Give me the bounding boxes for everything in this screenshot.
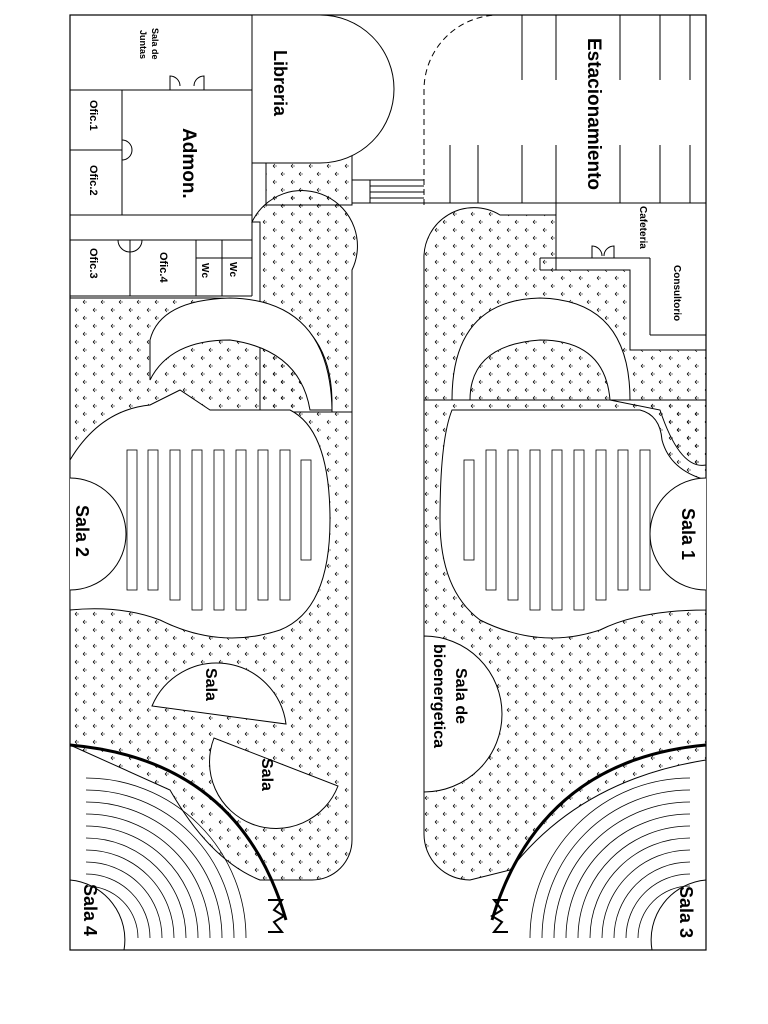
corridor [320,14,501,205]
label-sala-a: Sala [202,668,219,701]
sala-small-rooms [151,662,339,829]
label-bioenergetica-1: Sala de [452,668,469,724]
label-sala4: Sala 4 [80,884,100,936]
right-rows [463,449,651,611]
label-bioenergetica-2: bioenergetica [430,644,447,748]
sala4-auditorium [69,743,288,951]
label-admon: Admon. [178,128,199,199]
label-sala-juntas-2: Juntas [138,30,148,59]
label-estacionamiento: Estacionamiento [583,38,604,190]
label-sala3: Sala 3 [676,886,696,938]
estacionamiento-area [424,15,706,204]
label-ofic1: Ofic.1 [87,100,99,131]
label-cafeteria: Cafeteria [637,206,648,249]
label-wc2: Wc [227,262,238,277]
label-ofic2: Ofic.2 [87,165,99,196]
left-rows [126,449,312,611]
sala3-auditorium [490,743,707,951]
left-wing-garden [69,190,358,881]
libreria-room [251,14,395,206]
label-consultorio: Consultorio [671,265,682,321]
label-ofic3: Ofic.3 [87,248,99,279]
room-labels: Sala de Juntas Libreria Estacionamiento … [72,28,698,938]
label-ofic4: Ofic.4 [157,252,169,283]
admin-block [70,15,253,297]
label-libreria: Libreria [270,50,290,117]
bioenergetica-room [423,635,503,793]
label-wc1: Wc [199,263,210,278]
label-sala1: Sala 1 [678,508,698,560]
label-sala-juntas-1: Sala de [150,28,160,60]
label-sala-b: Sala [258,758,275,791]
sala2-room [69,477,127,591]
label-sala2: Sala 2 [72,505,92,557]
